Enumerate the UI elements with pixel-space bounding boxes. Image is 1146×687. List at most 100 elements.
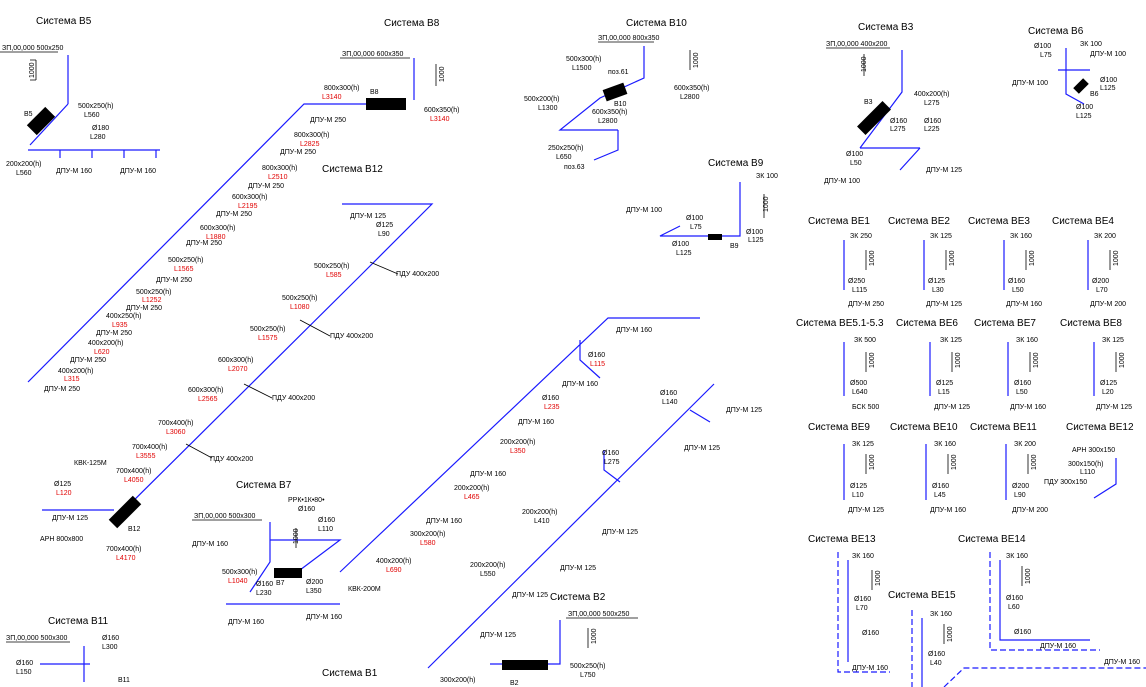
b2-dim3-len: L410 — [534, 518, 550, 525]
title-be15: Система ВЕ15 — [888, 590, 956, 601]
be14-dim: Ø160 — [1006, 595, 1023, 602]
b1-dim6: 400х200(h) — [376, 558, 411, 565]
b8-seg-label: 500х250(h) — [136, 289, 171, 296]
dpu-label: ДПУ-М 250 — [216, 211, 252, 218]
b2-dim5-len: L750 — [580, 672, 596, 679]
b8-tag: В8 — [370, 89, 379, 96]
zk-label: ЗК 125 — [1102, 337, 1124, 344]
b8-dim2-len: L3140 — [430, 116, 450, 123]
system-be3: Система ВЕ3 ЗК 160 1000 Ø160 L50 ДПУ-М 1… — [968, 216, 1042, 308]
b5-dim2-len: L280 — [90, 134, 106, 141]
b9-dim2: Ø100 — [746, 229, 763, 236]
system-b10: ЗП,00,000 800х350 1000 500х300(h) L1500 … — [524, 35, 709, 171]
b8-seg-len: L620 — [94, 349, 110, 356]
zk-label: ЗК 500 — [854, 337, 876, 344]
be15-dim: Ø160 — [928, 651, 945, 658]
dpu-label: ДПУ-М 125 — [602, 529, 638, 536]
system-be8: Система ВЕ8 ЗК 125 1000 Ø125 L20 ДПУ-М 1… — [1060, 318, 1132, 411]
b12-dim1: Ø125 — [54, 481, 71, 488]
dpu-label: ДПУ-М 125 — [926, 301, 962, 308]
b6-dim3-len: L125 — [1076, 113, 1092, 120]
dpu-label: ДПУ-М 200 — [1012, 507, 1048, 514]
dim-label: 1000 — [693, 52, 700, 68]
b8-seg-label: 500х250(h) — [168, 257, 203, 264]
b12-seg-label: 700х400(h) — [106, 546, 141, 553]
b5-dim3-len: L560 — [16, 170, 32, 177]
dpu-label: ДПУ-М 125 — [480, 632, 516, 639]
be8-len: L20 — [1102, 389, 1114, 396]
b2-dim1-len: L140 — [662, 399, 678, 406]
be15-len: L40 — [930, 660, 942, 667]
b12-seg-len: L2565 — [198, 396, 218, 403]
b9-dim1-len: L75 — [690, 224, 702, 231]
dpu-label: ДПУ-М 125 — [560, 565, 596, 572]
b10-dim3-len: L1300 — [538, 105, 558, 112]
be51-len: L640 — [852, 389, 868, 396]
kvk-label: КВК-125М — [74, 460, 107, 467]
b2-dim1: Ø160 — [660, 390, 677, 397]
b9-dim1: Ø100 — [686, 215, 703, 222]
zk-label: ЗК 125 — [930, 233, 952, 240]
system-be15: Система ВЕ15 ЗК 160 1000 Ø160 L40 — [888, 590, 1146, 687]
system-be2: Система ВЕ2 ЗК 125 1000 Ø125 L30 ДПУ-М 1… — [888, 216, 962, 308]
b1-dim2-len: L235 — [544, 404, 560, 411]
b12-seg-len: L4170 — [116, 555, 136, 562]
dpu-label: ДПУ-М 100 — [626, 207, 662, 214]
title-b2: Система В2 — [550, 592, 606, 603]
title-b5: Система В5 — [36, 16, 92, 27]
b8-seg-label: 400х200(h) — [88, 340, 123, 347]
dpu-label: ДПУ-М 125 — [512, 592, 548, 599]
b5-dim2: Ø180 — [92, 125, 109, 132]
dim-label: 1000 — [875, 570, 882, 586]
dpu-label: ДПУ-М 160 — [616, 327, 652, 334]
be10-len: L45 — [934, 492, 946, 499]
b2-dim6: 300х200(h) — [440, 677, 475, 684]
b9-dim3-len: L125 — [676, 250, 692, 257]
b3-zp-label: ЗП,00,000 400х200 — [826, 41, 888, 48]
be1-len: L115 — [852, 287, 867, 294]
system-b7: ЗП,00,000 500х300 РРК•1К•80• Ø160 1000 Ø… — [192, 497, 381, 626]
title-be7: Система ВЕ7 — [974, 318, 1036, 329]
b9-unit — [708, 234, 722, 240]
b3-dim1: 400х200(h) — [914, 91, 949, 98]
b1-dim5: 300х200(h) — [410, 531, 445, 538]
dpu-label: ДПУ-М 125 — [350, 213, 386, 220]
b3-tag: В3 — [864, 99, 873, 106]
b8-zp-label: ЗП,00,000 600х350 — [342, 51, 404, 58]
be13-len: L70 — [856, 605, 868, 612]
dim-label: 1000 — [1033, 352, 1040, 368]
b3-dim3-len: L225 — [924, 126, 940, 133]
b12-seg-label: 600х300(h) — [188, 387, 223, 394]
title-be4: Система ВЕ4 — [1052, 216, 1114, 227]
b8-dim1: 800х300(h) — [324, 85, 359, 92]
b12-seg-len: L1575 — [258, 335, 278, 342]
b8-seg-len: L2825 — [300, 141, 320, 148]
b12-tag: В12 — [128, 526, 141, 533]
b8-seg-label: 800х300(h) — [262, 165, 297, 172]
zk-label: ЗК 200 — [1094, 233, 1116, 240]
zk-label: ЗК 160 — [852, 553, 874, 560]
system-b2: Ø160 L140 ДПУ-М 125 ДПУ-М 125 Ø160 L275 … — [427, 383, 762, 687]
b8-seg-len: L1252 — [142, 297, 162, 304]
b12-seg-label: 500х250(h) — [282, 295, 317, 302]
b2-tag: В2 — [510, 680, 519, 687]
zk-label: ЗК 125 — [940, 337, 962, 344]
title-be14: Система ВЕ14 — [958, 534, 1026, 545]
b5-zp-label: ЗП,00,000 500х250 — [2, 45, 64, 52]
b7-dim1: Ø160 — [318, 517, 335, 524]
dpu-label: ДПУ-М 160 — [852, 665, 888, 672]
dim-label: 1000 — [763, 196, 770, 212]
dpu-label: ДПУ-М 125 — [926, 167, 962, 174]
pdu-label: ПДУ 400х200 — [210, 456, 253, 463]
dpu-label: ДПУ-М 125 — [726, 407, 762, 414]
zk-label: ЗК 200 — [1014, 441, 1036, 448]
title-be3: Система ВЕ3 — [968, 216, 1030, 227]
b12-seg-label: 500х250(h) — [250, 326, 285, 333]
be14-len: L60 — [1008, 604, 1020, 611]
b11-dim1: Ø160 — [102, 635, 119, 642]
dim-label: 1000 — [949, 250, 956, 266]
b11-dim1-len: L300 — [102, 644, 118, 651]
rrk-label: РРК•1К•80• — [288, 497, 325, 504]
b12-seg-label: 700х400(h) — [132, 444, 167, 451]
b8-seg-label: 600х300(h) — [200, 225, 235, 232]
